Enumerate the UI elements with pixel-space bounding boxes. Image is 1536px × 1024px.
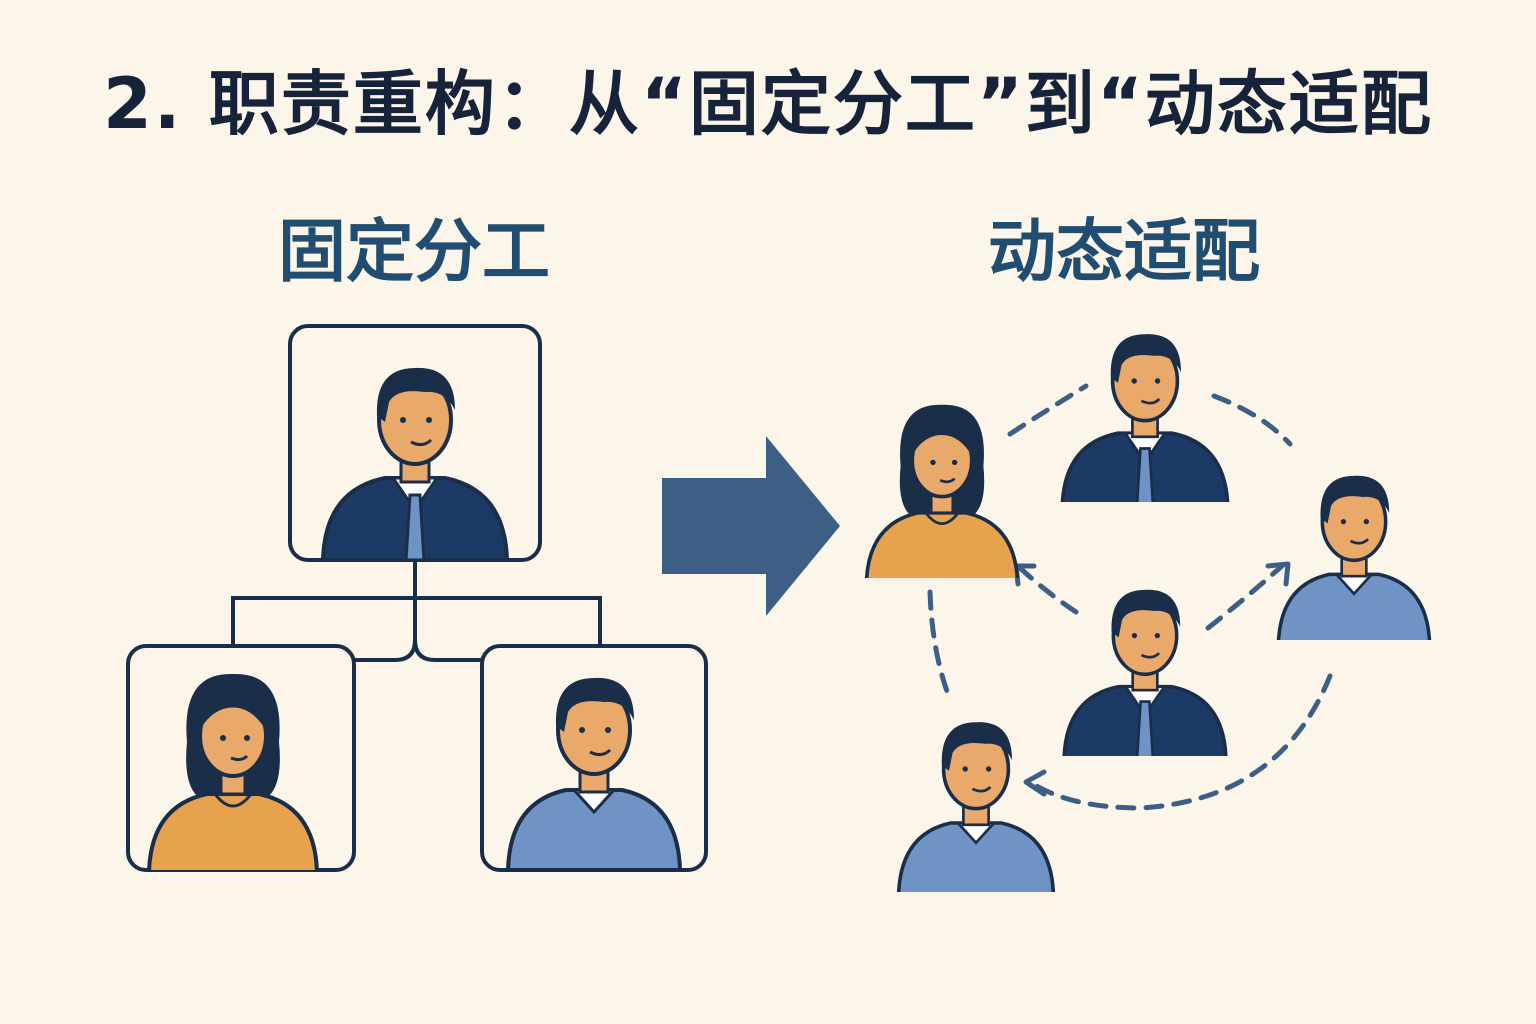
manager-person-icon (1060, 332, 1230, 502)
manager-card (288, 324, 542, 562)
fixed-division-org-chart (126, 324, 708, 872)
page-title: 2. 职责重构：从“固定分工”到“动态适配 (103, 63, 1433, 145)
woman-card (126, 644, 356, 872)
employee-node-right (1276, 474, 1432, 640)
org-connector-lines (231, 560, 602, 662)
fixed-division-heading: 固定分工 (277, 213, 550, 292)
woman-person-icon (864, 402, 1020, 578)
dynamic-adaptation-heading: 动态适配 (987, 213, 1260, 292)
employee-card (480, 644, 708, 872)
man-person-icon (896, 720, 1056, 892)
man-person-icon (1276, 474, 1432, 640)
woman-node (864, 402, 1020, 578)
right-arrow-icon (662, 436, 840, 616)
manager-person-icon (1062, 588, 1228, 756)
dynamic-adaptation-network (864, 332, 1432, 892)
dashed-connections (927, 383, 1333, 811)
manager-node-center (1062, 588, 1228, 756)
employee-node-bottom (896, 720, 1056, 892)
manager-node-top (1060, 332, 1230, 502)
